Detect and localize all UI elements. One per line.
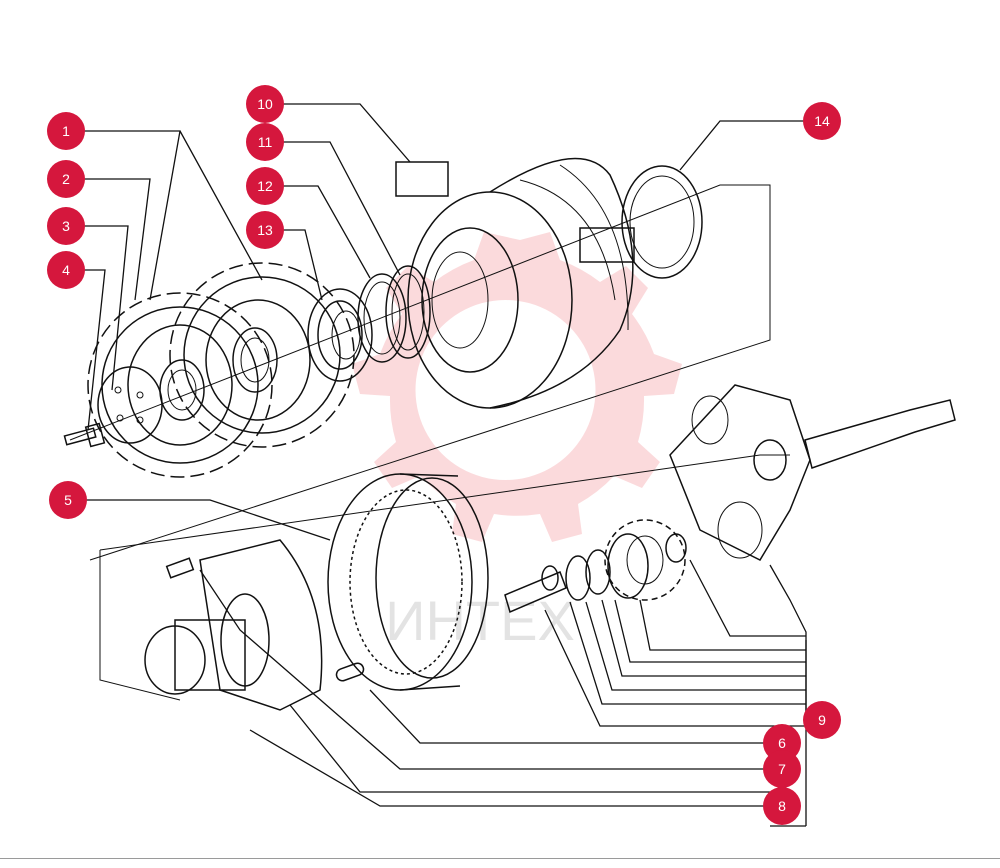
callout-2-label: 2 <box>62 171 70 187</box>
callout-14-label: 14 <box>814 113 830 129</box>
watermark-gear-logo: ИНТЕХ <box>352 232 682 652</box>
seal-ring-part-12 <box>357 273 407 363</box>
callout-12-label: 12 <box>257 178 273 194</box>
callout-13: 13 <box>246 211 284 249</box>
callout-1: 1 <box>47 112 85 150</box>
bottom-divider <box>0 858 1000 859</box>
callout-4-label: 4 <box>62 262 70 278</box>
callout-10-label: 10 <box>257 96 273 112</box>
pin-part-7 <box>335 662 365 682</box>
lower-group-boundary <box>99 454 790 701</box>
o-ring-part-11 <box>385 265 431 359</box>
callout-5-label: 5 <box>64 492 72 508</box>
callout-7: 7 <box>763 750 801 788</box>
callout-14: 14 <box>803 102 841 140</box>
callout-12: 12 <box>246 167 284 205</box>
planet-shaft-part-6 <box>504 519 687 614</box>
callout-13-label: 13 <box>257 222 273 238</box>
sprocket-part-2 <box>87 292 273 478</box>
callout-2: 2 <box>47 160 85 198</box>
leader-lines <box>78 103 808 827</box>
callout-9: 9 <box>803 701 841 739</box>
watermark-text: ИНТЕХ <box>385 589 575 652</box>
spindle-flange-part-8 <box>144 539 323 711</box>
callout-11-label: 11 <box>258 134 273 150</box>
callout-10: 10 <box>246 85 284 123</box>
callout-6-label: 6 <box>778 735 786 751</box>
large-seal-part-14 <box>621 165 703 279</box>
callout-8-label: 8 <box>778 798 786 814</box>
callout-9-label: 9 <box>818 712 826 728</box>
hub-housing-part-10 <box>395 157 635 409</box>
callout-7-label: 7 <box>778 761 786 777</box>
callout-4: 4 <box>47 251 85 289</box>
ring-gear-part-5 <box>327 473 489 691</box>
callout-3: 3 <box>47 207 85 245</box>
callout-6: 6 <box>763 724 801 762</box>
bolt-part-4 <box>63 422 106 448</box>
cover-plate-part-3 <box>97 366 163 444</box>
callout-8: 8 <box>763 787 801 825</box>
planet-carrier-part-9 <box>669 384 956 561</box>
callout-11: 11 <box>246 123 284 161</box>
callout-5: 5 <box>49 481 87 519</box>
bearing-part-13 <box>307 288 373 382</box>
callout-3-label: 3 <box>62 218 70 234</box>
callout-1-label: 1 <box>62 123 70 139</box>
sprocket-part-1 <box>169 262 355 448</box>
upper-group-boundary <box>69 184 771 561</box>
